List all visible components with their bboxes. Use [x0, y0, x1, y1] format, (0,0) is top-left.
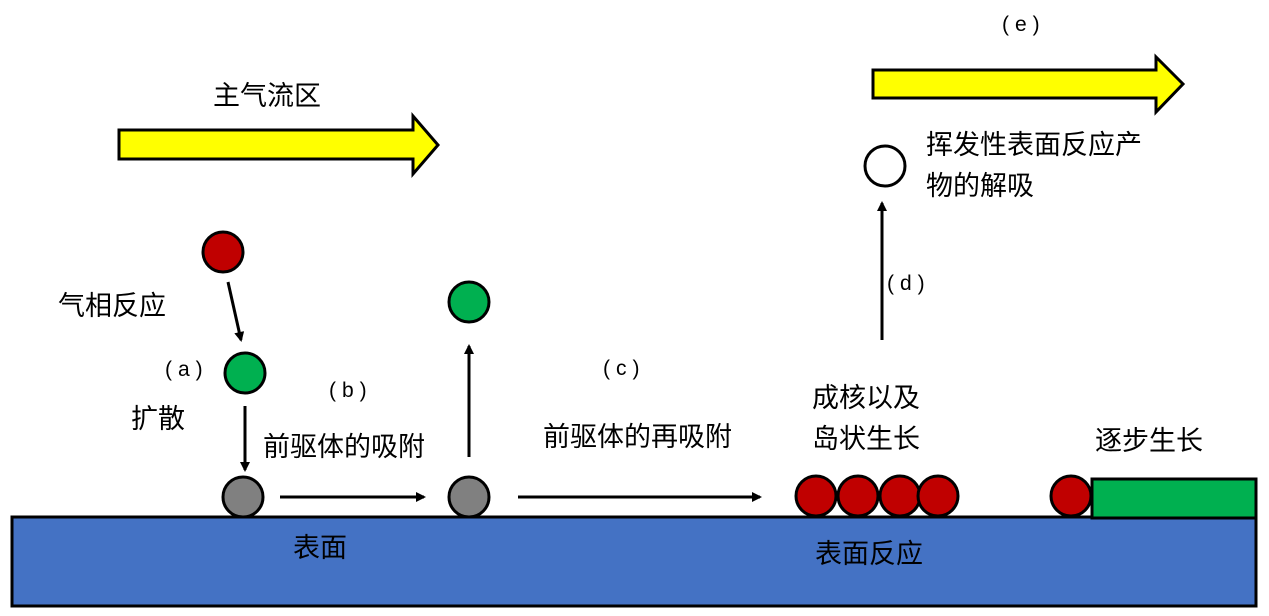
desorbed-precursor — [447, 280, 491, 324]
reactant-molecule — [201, 230, 245, 274]
step-tag-d: (d) — [887, 272, 931, 295]
gas-phase-reaction-label: 气相反应 — [58, 291, 166, 322]
step-tag-c: (c) — [603, 357, 646, 380]
precursor-readsorption-label: 前驱体的再吸附 — [543, 422, 732, 453]
precursor-molecule — [223, 351, 267, 395]
main-gas-flow-arrow — [117, 111, 440, 179]
substrate-surface — [10, 515, 1258, 608]
adsorbed-precursor — [447, 475, 491, 519]
step-growth-label: 逐步生长 — [1095, 426, 1203, 457]
island-nucleus — [916, 474, 960, 518]
exhaust-gas-flow-arrow — [871, 53, 1186, 116]
island-nucleus — [878, 474, 922, 518]
gas-phase-reaction-arrow — [226, 281, 245, 342]
diffusion-label: 扩散 — [131, 404, 185, 435]
surface-label: 表面 — [293, 533, 347, 564]
island-nucleus — [836, 474, 880, 518]
nucleation-island-label-line1: 成核以及 — [812, 383, 920, 414]
volatile-product-molecule — [863, 144, 907, 188]
volatile-desorption-label-line2: 物的解吸 — [926, 171, 1034, 202]
island-nucleus — [794, 474, 838, 518]
nucleation-island-label-line2: 岛状生长 — [812, 424, 920, 455]
step-growth-atom — [1049, 474, 1093, 518]
volatile-desorption-label-line1: 挥发性表面反应产 — [926, 130, 1142, 161]
grown-film-layer — [1090, 477, 1258, 520]
step-tag-e: (e) — [1002, 13, 1046, 36]
step-tag-a: (a) — [165, 358, 209, 381]
surface-reaction-label: 表面反应 — [815, 539, 923, 570]
main-gas-flow-label: 主气流区 — [213, 81, 321, 112]
step-tag-b: (b) — [329, 379, 373, 402]
precursor-adsorption-label: 前驱体的吸附 — [263, 432, 425, 463]
adsorbed-precursor — [221, 475, 265, 519]
